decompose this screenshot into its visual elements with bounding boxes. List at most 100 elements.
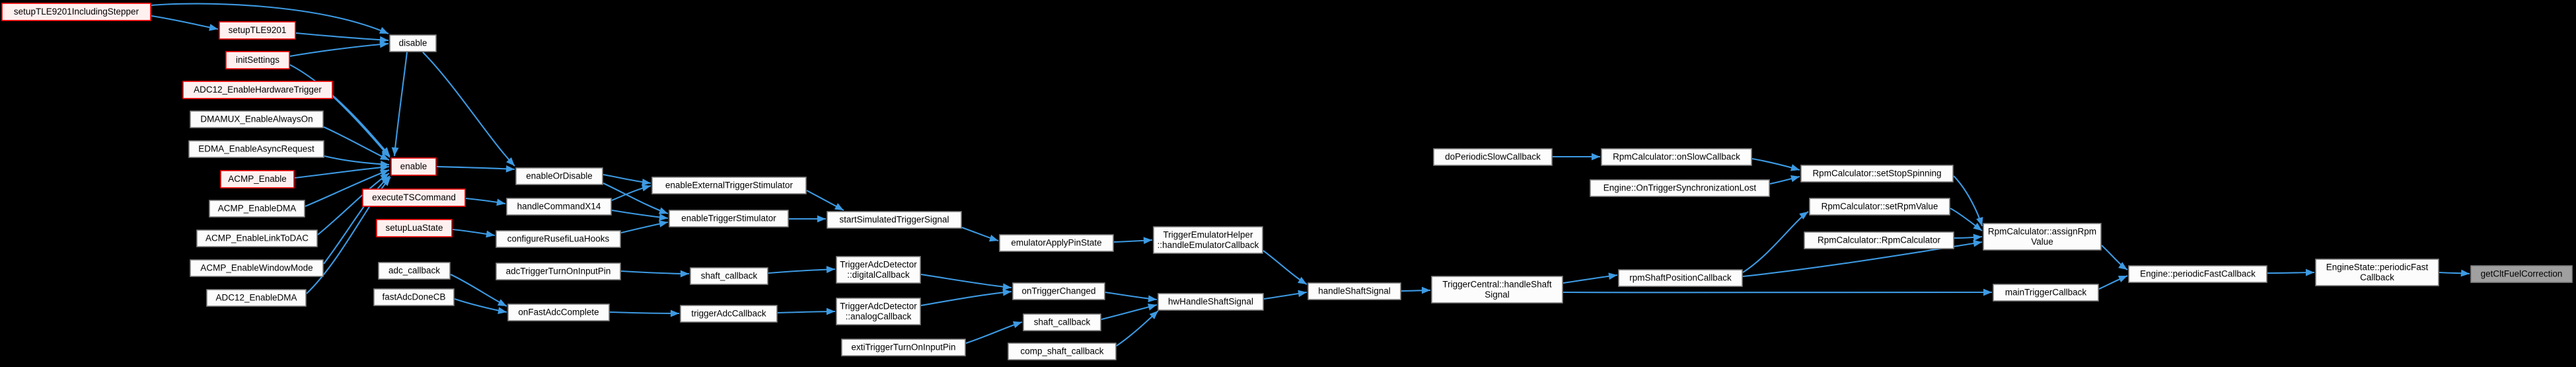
edge-arrowhead xyxy=(1976,216,1983,226)
node-label: fastAdcDoneCB xyxy=(382,292,445,302)
graph-node-RpmCalculator_setRpmValue[interactable]: RpmCalculator::setRpmValue xyxy=(1809,198,1950,216)
edge-arrowhead xyxy=(2305,268,2314,276)
node-label: RpmCalculator::RpmCalculator xyxy=(1818,235,1941,245)
graph-node-handleCommandX14[interactable]: handleCommandX14 xyxy=(506,198,612,216)
graph-node-RpmCalculator_setStopSpinning[interactable]: RpmCalculator::setStopSpinning xyxy=(1800,165,1954,183)
graph-node-DMAMUX_EnableAlwaysOn[interactable]: DMAMUX_EnableAlwaysOn xyxy=(190,110,324,128)
graph-node-ACMP_EnableWindowMode[interactable]: ACMP_EnableWindowMode xyxy=(190,259,324,277)
node-box xyxy=(1153,226,1263,254)
graph-node-setupTLE9201[interactable]: setupTLE9201 xyxy=(219,21,296,40)
node-label: getCltFuelCorrection xyxy=(2481,268,2563,278)
node-box xyxy=(1983,223,2102,251)
graph-node-RpmCalculator_RpmCalculator[interactable]: RpmCalculator::RpmCalculator xyxy=(1804,231,1954,249)
graph-node-EDMA_EnableAsyncRequest[interactable]: EDMA_EnableAsyncRequest xyxy=(188,140,324,158)
edge-TriggerAdcDetector_digitalCallback-to-onTriggerChanged xyxy=(920,273,1012,289)
graph-node-mainTriggerCallback[interactable]: mainTriggerCallback xyxy=(1993,284,2099,302)
edge-arrowhead xyxy=(1148,304,1157,311)
node-box xyxy=(378,262,451,280)
graph-node-adc_callback[interactable]: adc_callback xyxy=(378,262,451,280)
edge-arrowhead xyxy=(658,207,668,214)
edge-arrowhead xyxy=(381,148,390,157)
node-box xyxy=(1804,231,1954,249)
edge-arrowhead xyxy=(486,230,495,238)
node-label: EDMA_EnableAsyncRequest xyxy=(198,143,314,153)
graph-node-TriggerEmulatorHelper_handleEmulatorCallback[interactable]: TriggerEmulatorHelper::handleEmulatorCal… xyxy=(1153,226,1263,254)
graph-node-adcTriggerTurnOnInputPin[interactable]: adcTriggerTurnOnInputPin xyxy=(496,263,621,280)
edge-arrowhead xyxy=(496,198,505,206)
graph-node-enableTriggerStimulator[interactable]: enableTriggerStimulator xyxy=(669,210,789,227)
edge-arrowhead xyxy=(391,147,399,156)
node-label: TriggerAdcDetector::digitalCallback xyxy=(840,259,917,280)
edge-setupTLE9201-to-disable xyxy=(295,32,389,42)
node-box xyxy=(669,210,789,227)
edge-initSettings-to-enable xyxy=(289,64,390,157)
edge-arrowhead xyxy=(642,184,651,192)
graph-node-TriggerAdcDetector_digitalCallback[interactable]: TriggerAdcDetector::digitalCallback xyxy=(836,256,921,284)
graph-node-comp_shaft_callback[interactable]: comp_shaft_callback xyxy=(1008,343,1117,360)
edge-arrowhead xyxy=(506,157,515,166)
edge-arrowhead xyxy=(817,215,826,223)
graph-node-getCltFuelCorrection[interactable]: getCltFuelCorrection xyxy=(2470,265,2573,283)
graph-node-enableOrDisable[interactable]: enableOrDisable xyxy=(515,167,603,185)
edge-arrowhead xyxy=(988,234,998,242)
graph-node-onFastAdcComplete[interactable]: onFastAdcComplete xyxy=(507,304,610,321)
graph-node-handleShaftSignal[interactable]: handleShaftSignal xyxy=(1307,282,1401,300)
edge-ACMP_Enable-to-enable xyxy=(294,165,390,179)
edge-arrowhead xyxy=(1983,288,1992,296)
graph-node-Engine_periodicFastCallback[interactable]: Engine::periodicFastCallback xyxy=(2128,265,2267,283)
node-box xyxy=(841,339,966,356)
node-label: emulatorApplyPinState xyxy=(1011,237,1101,247)
edge-arrowhead xyxy=(379,40,388,48)
node-label: ADC12_EnableHardwareTrigger xyxy=(194,85,322,95)
node-label: Engine::OnTriggerSynchronizationLost xyxy=(1603,183,1757,192)
graph-node-shaft_callback_mid[interactable]: shaft_callback xyxy=(1023,313,1101,331)
node-box xyxy=(651,177,807,194)
graph-node-initSettings[interactable]: initSettings xyxy=(225,51,290,69)
node-box xyxy=(515,167,603,185)
edge-extiTriggerTurnOnInputPin-to-shaft_callback_mid xyxy=(965,321,1023,344)
graph-node-ACMP_EnableDMA[interactable]: ACMP_EnableDMA xyxy=(209,200,305,218)
graph-node-ADC12_EnableDMA[interactable]: ADC12_EnableDMA xyxy=(206,289,307,307)
graph-node-executeTSCommand[interactable]: executeTSCommand xyxy=(362,188,466,207)
edge-EDMA_EnableAsyncRequest-to-enable xyxy=(324,155,390,166)
node-label: ACMP_Enable xyxy=(228,174,287,184)
graph-node-TriggerAdcDetector_analogCallback[interactable]: TriggerAdcDetector::analogCallback xyxy=(836,298,921,325)
graph-node-setupLuaState[interactable]: setupLuaState xyxy=(376,219,453,237)
edge-arrowhead xyxy=(1973,233,1982,241)
graph-node-fastAdcDoneCB[interactable]: fastAdcDoneCB xyxy=(373,288,455,306)
node-box xyxy=(188,140,324,158)
graph-node-disable[interactable]: disable xyxy=(389,34,437,52)
edge-arrowhead xyxy=(2117,276,2127,283)
graph-node-ACMP_EnableLinkToDAC[interactable]: ACMP_EnableLinkToDAC xyxy=(196,229,318,247)
graph-node-rpmShaftPositionCallback[interactable]: rpmShaftPositionCallback xyxy=(1618,269,1743,287)
graph-node-hwHandleShaftSignal[interactable]: hwHandleShaftSignal xyxy=(1158,293,1264,311)
graph-node-emulatorApplyPinState[interactable]: emulatorApplyPinState xyxy=(999,234,1114,252)
graph-node-enableExternalTriggerStimulator[interactable]: enableExternalTriggerStimulator xyxy=(651,177,807,194)
graph-node-startSimulatedTriggerSignal[interactable]: startSimulatedTriggerSignal xyxy=(827,211,962,229)
node-box xyxy=(373,288,455,306)
graph-node-enable[interactable]: enable xyxy=(390,157,437,176)
edge-arrowhead xyxy=(642,179,651,186)
node-label: rpmShaftPositionCallback xyxy=(1629,272,1732,282)
graph-node-RpmCalculator_onSlowCallback[interactable]: RpmCalculator::onSlowCallback xyxy=(1601,148,1752,166)
edge-arrowhead xyxy=(659,214,668,221)
graph-node-ACMP_Enable[interactable]: ACMP_Enable xyxy=(220,170,295,188)
graph-node-triggerAdcCallback[interactable]: triggerAdcCallback xyxy=(680,305,778,323)
graph-node-doPeriodicSlowCallback[interactable]: doPeriodicSlowCallback xyxy=(1433,148,1553,166)
edge-arrowhead xyxy=(1298,276,1307,284)
node-box xyxy=(1307,282,1401,300)
graph-node-setupTLE9201IncludingStepper[interactable]: setupTLE9201IncludingStepper xyxy=(1,3,151,21)
graph-node-extiTriggerTurnOnInputPin[interactable]: extiTriggerTurnOnInputPin xyxy=(841,339,966,356)
node-label: comp_shaft_callback xyxy=(1020,346,1103,356)
graph-node-ADC12_EnableHardwareTrigger[interactable]: ADC12_EnableHardwareTrigger xyxy=(182,81,333,99)
graph-node-configureRusefiLuaHooks[interactable]: configureRusefiLuaHooks xyxy=(496,230,621,248)
graph-node-Engine_OnTriggerSynchronizationLost[interactable]: Engine::OnTriggerSynchronizationLost xyxy=(1590,179,1770,197)
node-label: setupTLE9201IncludingStepper xyxy=(14,7,139,17)
graph-node-onTriggerChanged[interactable]: onTriggerChanged xyxy=(1012,282,1105,300)
node-box xyxy=(1590,179,1770,197)
graph-node-shaft_callback_top[interactable]: shaft_callback xyxy=(690,267,768,285)
